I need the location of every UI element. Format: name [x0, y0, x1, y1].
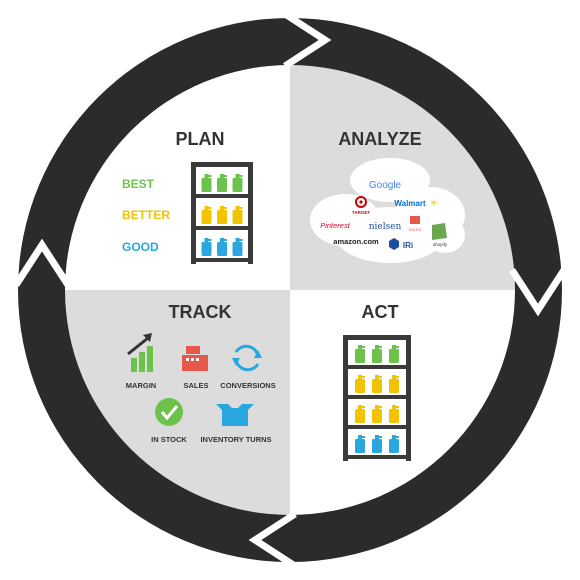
cycle-arrow-top [283, 11, 332, 69]
bottle-icon [355, 435, 365, 453]
bottle-icon [355, 405, 365, 423]
iri-hex-icon [389, 238, 399, 250]
cycle-arrow-right [509, 268, 567, 317]
logo-google: Google [369, 180, 402, 191]
logo-shopify: shopify [433, 242, 448, 247]
shelf-board [191, 226, 253, 230]
bottle-icon [372, 435, 382, 453]
shelf-board [191, 194, 253, 198]
target-icon-dot [359, 200, 363, 204]
cycle-arrow-bottom [248, 511, 297, 569]
metric-label-inventory-turns: INVENTORY TURNS [200, 435, 271, 444]
shelf-board [343, 395, 411, 399]
shelf-board [343, 335, 411, 340]
plan-shelf-unit [191, 162, 253, 264]
logo-pinterest: Pinterest [320, 221, 351, 230]
bottle-icon [355, 345, 365, 363]
bottle-icon [372, 375, 382, 393]
bottle-icon [201, 238, 212, 256]
walmart-spark-icon: ✳ [430, 198, 438, 208]
bottle-icon [232, 206, 243, 224]
act-shelf-unit [343, 335, 411, 461]
bottle-icon [355, 375, 365, 393]
track-title: TRACK [169, 302, 232, 322]
shelf-board [343, 455, 411, 459]
bottle-icon [217, 206, 227, 224]
shelf-board [343, 365, 411, 369]
tier-label-better: BETTER [122, 208, 170, 222]
bar-chart-arrow-icon [127, 333, 153, 372]
shelf-board [191, 258, 253, 262]
refresh-arrows-icon [232, 344, 262, 372]
bottle-icon [372, 405, 382, 423]
analyze-title: ANALYZE [338, 129, 421, 149]
logo-nielsen: nielsen [369, 222, 402, 232]
logo-amazon: amazon.com [333, 237, 379, 246]
bottle-icon [217, 174, 227, 192]
logo-walmart: Walmart [394, 199, 426, 208]
bottle-icon [232, 174, 243, 192]
cycle-arrow-left [13, 238, 71, 287]
tier-label-best: BEST [122, 177, 155, 191]
bottle-icon [232, 238, 243, 256]
open-box-icon [216, 404, 254, 426]
cash-register-icon [182, 346, 208, 371]
bottle-icon [389, 345, 399, 363]
bottle-icon [201, 174, 212, 192]
logo-iri: IRi [403, 241, 413, 250]
shelf-board [343, 425, 411, 429]
act-title: ACT [362, 302, 399, 322]
tier-label-good: GOOD [122, 240, 159, 254]
bottle-icon [389, 405, 399, 423]
logo-target: TARGET [352, 210, 370, 215]
shelf-board [191, 162, 253, 167]
check-circle-icon [155, 398, 183, 426]
plan-title: PLAN [176, 129, 225, 149]
metric-label-margin: MARGIN [126, 381, 156, 390]
sales-register-icon [410, 216, 420, 224]
metric-label-in-stock: IN STOCK [151, 435, 187, 444]
shelf-post [191, 162, 196, 264]
bottle-icon [217, 238, 227, 256]
logo-sales: SALES [409, 227, 422, 232]
bottle-icon [389, 375, 399, 393]
bottle-icon [372, 345, 382, 363]
shopify-bag-icon [432, 223, 447, 240]
target-icon [355, 196, 367, 208]
metric-label-conversions: CONVERSIONS [220, 381, 275, 390]
metric-label-sales: SALES [183, 381, 208, 390]
bottle-icon [201, 206, 212, 224]
bottle-icon [389, 435, 399, 453]
shelf-post [248, 162, 253, 264]
